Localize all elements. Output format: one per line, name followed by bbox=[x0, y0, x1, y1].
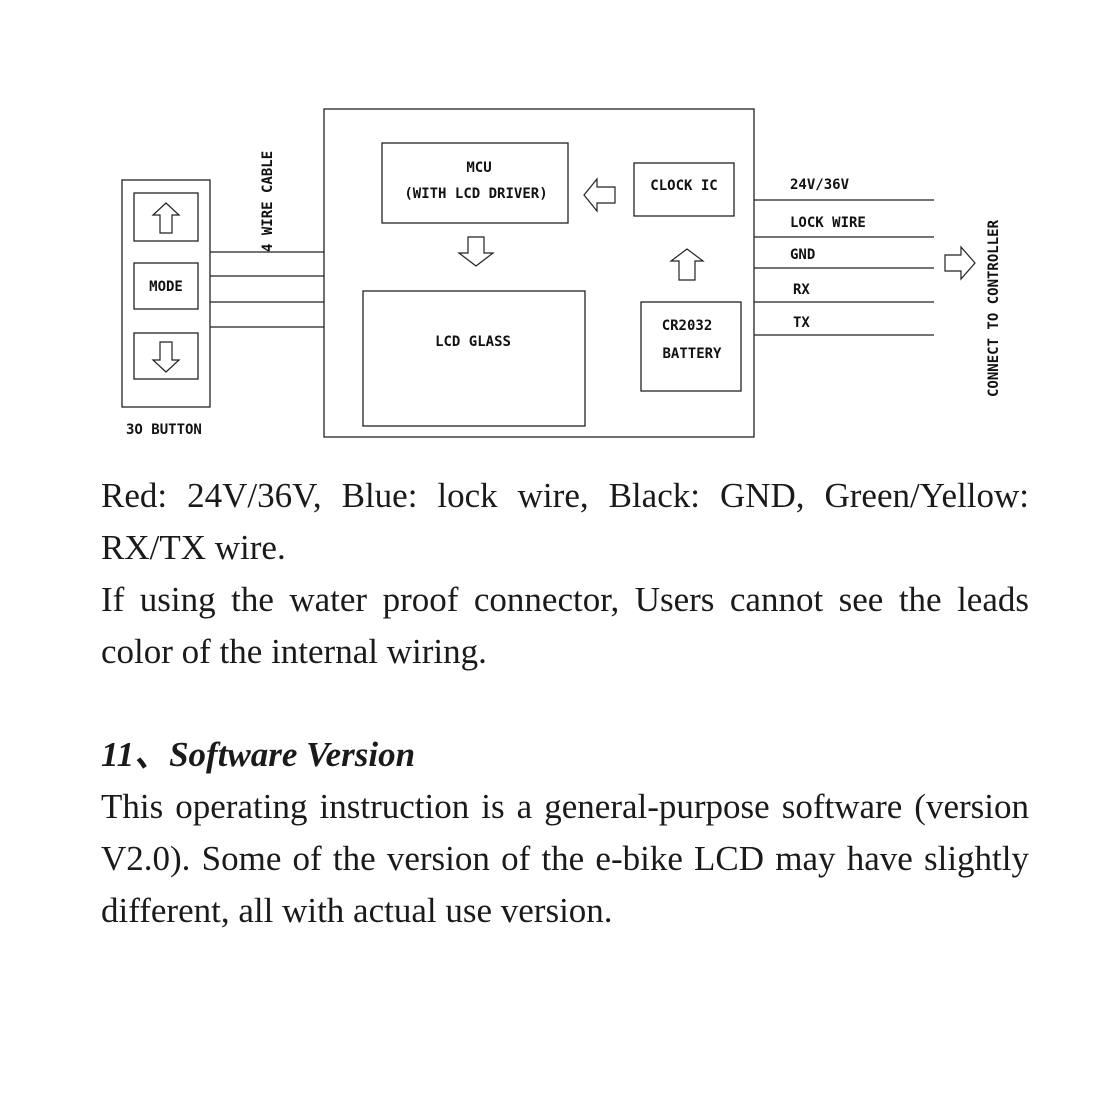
lcd-glass-block bbox=[362, 290, 586, 427]
wire-label-rx: RX bbox=[793, 282, 810, 298]
wire-label-lock: LOCK WIRE bbox=[790, 215, 866, 231]
clock-ic-label: CLOCK IC bbox=[650, 178, 717, 194]
section-heading: 11、Software Version bbox=[101, 735, 416, 774]
software-version-paragraph: This operating instruction is a general-… bbox=[101, 787, 1029, 930]
waterproof-note-paragraph: If using the water proof connector, User… bbox=[101, 580, 1029, 671]
wire-color-paragraph: Red: 24V/36V, Blue: lock wire, Black: GN… bbox=[101, 476, 1029, 567]
up-arrow-icon bbox=[669, 248, 705, 281]
wire-label-tx: TX bbox=[793, 315, 810, 331]
battery-sublabel: BATTERY bbox=[662, 346, 722, 362]
battery-label: CR2032 bbox=[662, 318, 713, 334]
mode-button-label: MODE bbox=[149, 279, 183, 295]
left-arrow-icon bbox=[583, 177, 616, 213]
button-panel-label: 3O BUTTON bbox=[126, 422, 202, 438]
wire-label-gnd: GND bbox=[790, 247, 815, 263]
mcu-sublabel: (WITH LCD DRIVER) bbox=[404, 186, 547, 202]
lcd-glass-label: LCD GLASS bbox=[435, 334, 511, 350]
down-arrow-icon bbox=[151, 341, 181, 373]
wiring-block-diagram: MODE 3O BUTTON 4 WIRE CABLE MCU (WITH LC… bbox=[121, 108, 1002, 438]
mode-button bbox=[133, 262, 199, 310]
mcu-block bbox=[381, 142, 569, 224]
battery-block bbox=[640, 301, 742, 392]
wire-label-power: 24V/36V bbox=[790, 177, 850, 193]
right-arrow-icon bbox=[944, 245, 976, 281]
clock-ic-block bbox=[633, 162, 735, 217]
up-arrow-icon bbox=[151, 202, 181, 234]
mcu-label: MCU bbox=[466, 160, 491, 176]
controller-label: CONNECT TO CONTROLLER bbox=[986, 219, 1002, 397]
cable-label: 4 WIRE CABLE bbox=[260, 151, 276, 252]
down-arrow-icon bbox=[457, 236, 495, 267]
